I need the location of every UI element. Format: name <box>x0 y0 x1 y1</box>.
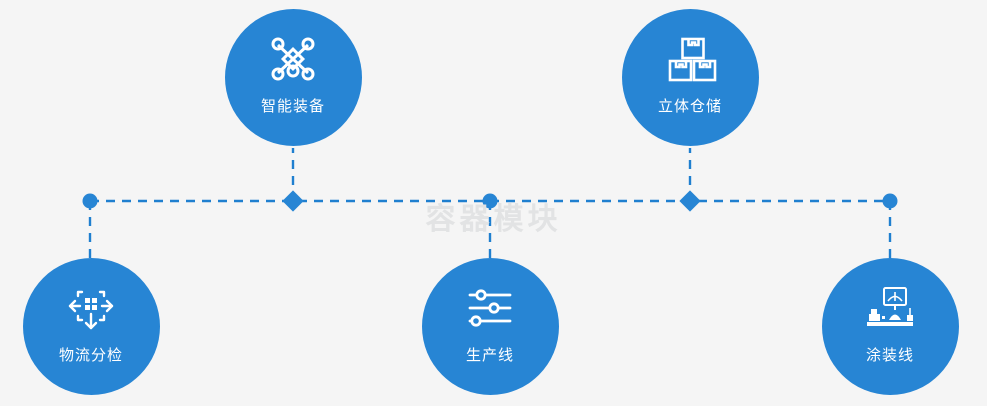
node-label: 涂装线 <box>865 347 914 364</box>
node-production-line[interactable]: 生产线 <box>421 258 559 395</box>
stacked-boxes-icon <box>668 37 717 82</box>
node-stereoscopic-warehouse[interactable]: 立体仓储 <box>621 9 759 146</box>
node-intelligent-equipment[interactable]: 智能装备 <box>224 9 362 146</box>
painting-machine-icon <box>867 287 913 326</box>
node-label: 物流分检 <box>58 347 123 364</box>
network-nodes-icon <box>271 37 315 81</box>
joint-left <box>82 193 98 209</box>
node-label: 生产线 <box>465 347 514 364</box>
sorting-arrows-icon <box>68 290 114 330</box>
joint-intelligent-equipment <box>282 190 304 212</box>
node-label: 立体仓储 <box>657 98 722 115</box>
joint-stereoscopic-warehouse <box>679 190 701 212</box>
joint-right <box>882 193 898 209</box>
node-logistics-sorting[interactable]: 物流分检 <box>22 258 160 395</box>
sliders-icon <box>468 289 512 327</box>
joint-production-line <box>482 193 498 209</box>
node-painting-line[interactable]: 涂装线 <box>821 258 959 395</box>
node-label: 智能装备 <box>260 98 325 115</box>
